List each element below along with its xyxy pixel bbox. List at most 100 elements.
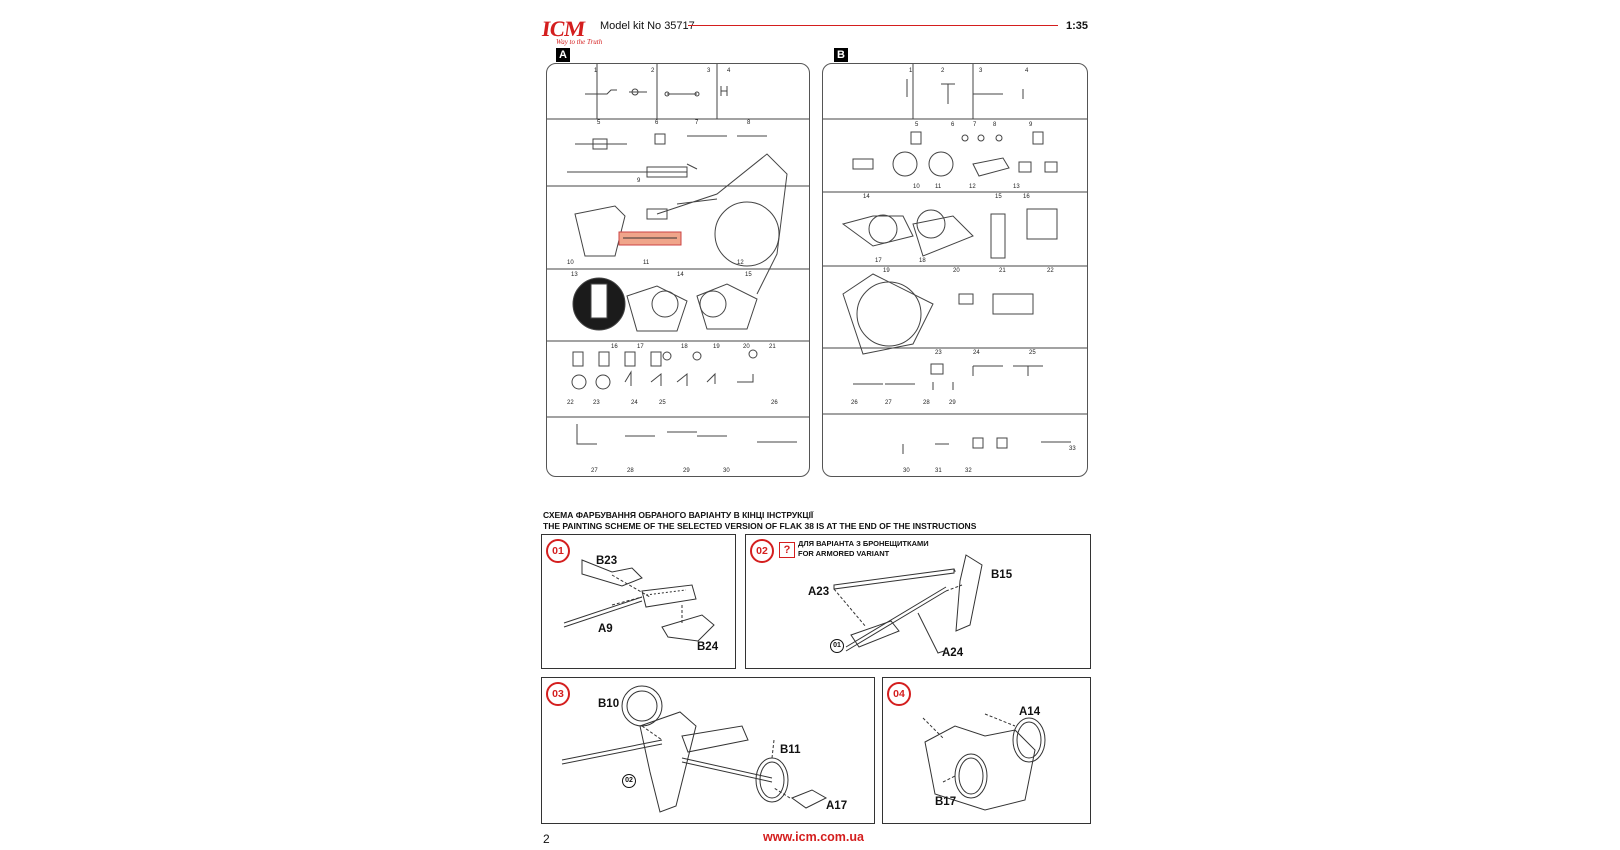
sprue-a-part-number: 8 bbox=[747, 120, 751, 126]
sprue-b-part-number: 16 bbox=[1023, 194, 1030, 200]
sprue-a-part-number: 28 bbox=[627, 468, 634, 474]
sprue-b-part-number: 8 bbox=[993, 122, 997, 128]
sprue-b-part-number: 31 bbox=[935, 468, 942, 474]
reference-step: 02 bbox=[622, 774, 636, 788]
variant-note-uk: ДЛЯ ВАРІАНТА З БРОНЕЩИТКАМИ bbox=[798, 539, 929, 548]
sprue-a-part-number: 27 bbox=[591, 468, 598, 474]
website-link[interactable]: www.icm.com.ua bbox=[763, 830, 864, 844]
part-label: B10 bbox=[598, 698, 620, 710]
sprue-a-part-number: 24 bbox=[631, 400, 638, 406]
part-label: B17 bbox=[935, 796, 957, 808]
part-label: A23 bbox=[808, 586, 830, 598]
sprue-b-part-number: 25 bbox=[1029, 350, 1036, 356]
header-rule bbox=[688, 25, 1058, 26]
sprue-a-label: A bbox=[556, 48, 570, 62]
sprue-a-part-number: 15 bbox=[745, 272, 752, 278]
sprue-b-part-number: 11 bbox=[935, 184, 942, 190]
step-number: 02 bbox=[750, 539, 774, 563]
variant-note-en: FOR ARMORED VARIANT bbox=[798, 549, 890, 558]
sprue-b-part-number: 13 bbox=[1013, 184, 1020, 190]
sprue-b-part-number: 7 bbox=[973, 122, 977, 128]
sprue-b-part-number: 32 bbox=[965, 468, 972, 474]
step-01-drawing bbox=[563, 559, 715, 642]
sprue-a-part-number: 12 bbox=[737, 260, 744, 266]
sprue-b-part-number: 15 bbox=[995, 194, 1002, 200]
step-number: 03 bbox=[546, 682, 570, 706]
step-03-box: 03 02 B10 B11 A17 bbox=[541, 677, 875, 824]
sprue-b-part-number: 21 bbox=[999, 268, 1006, 274]
painting-note-uk: СХЕМА ФАРБУВАННЯ ОБРАНОГО ВАРІАНТУ В КІН… bbox=[543, 510, 814, 520]
step-04-drawing bbox=[922, 713, 1046, 811]
sprue-b-part-number: 14 bbox=[863, 194, 870, 200]
sprue-b-part-number: 4 bbox=[1025, 68, 1029, 74]
sprue-b-part-number: 2 bbox=[941, 68, 945, 74]
sprue-a-part-number: 14 bbox=[677, 272, 684, 278]
sprue-a-part-number: 29 bbox=[683, 468, 690, 474]
sprue-b-part-number: 3 bbox=[979, 68, 983, 74]
sprue-a-part-number: 21 bbox=[769, 344, 776, 350]
part-label: B23 bbox=[596, 555, 618, 567]
sprue-a-part-number: 20 bbox=[743, 344, 750, 350]
scale-label: 1:35 bbox=[1066, 20, 1089, 32]
sprue-a-part-number: 11 bbox=[643, 260, 650, 266]
step-number: 01 bbox=[546, 539, 570, 563]
sprue-b-part-number: 18 bbox=[919, 258, 926, 264]
sprue-b-part-number: 30 bbox=[903, 468, 910, 474]
sprue-b-part-number: 17 bbox=[875, 258, 882, 264]
sprue-b-part-number: 33 bbox=[1069, 446, 1076, 452]
sprue-b-part-number: 22 bbox=[1047, 268, 1054, 274]
painting-note-en: THE PAINTING SCHEME OF THE SELECTED VERS… bbox=[543, 521, 977, 531]
sprue-b-drawing: 1 2 3 4 5 6 7 8 9 10 11 12 13 14 15 16 1… bbox=[823, 64, 1087, 474]
sprue-a-part-number: 6 bbox=[655, 120, 659, 126]
sprue-b-frame: 1 2 3 4 5 6 7 8 9 10 11 12 13 14 15 16 1… bbox=[822, 63, 1088, 477]
sprue-b-part-number: 1 bbox=[909, 68, 913, 74]
sprue-a-part-number: 10 bbox=[567, 260, 574, 266]
sprue-a-drawing: 1 2 3 4 5 6 7 8 9 10 11 12 13 14 15 16 1… bbox=[547, 64, 809, 474]
sprue-a-part-number: 7 bbox=[695, 120, 699, 126]
kit-number: Model kit No 35717 bbox=[600, 20, 695, 32]
part-label: A9 bbox=[598, 623, 613, 635]
step-02-box: 02 ? ДЛЯ ВАРІАНТА З БРОНЕЩИТКАМИ FOR ARM… bbox=[745, 534, 1091, 669]
sprue-a-part-number: 25 bbox=[659, 400, 666, 406]
sprue-b-part-number: 10 bbox=[913, 184, 920, 190]
sprue-a-part-number: 23 bbox=[593, 400, 600, 406]
sprue-b-part-number: 19 bbox=[883, 268, 890, 274]
sprue-b-part-number: 27 bbox=[885, 400, 892, 406]
sprue-a-part-number: 19 bbox=[713, 344, 720, 350]
sprue-a-part-number: 1 bbox=[594, 68, 598, 74]
sprue-a-part-number: 16 bbox=[611, 344, 618, 350]
sprue-a-part-number: 22 bbox=[567, 400, 574, 406]
sprue-b-part-number: 20 bbox=[953, 268, 960, 274]
icm-logo: ICM Way to the Truth bbox=[540, 16, 603, 46]
sprue-b-part-number: 6 bbox=[951, 122, 955, 128]
page-number: 2 bbox=[543, 832, 550, 846]
sprue-b-part-number: 23 bbox=[935, 350, 942, 356]
step-number: 04 bbox=[887, 682, 911, 706]
sprue-b-label: B bbox=[834, 48, 848, 62]
sprue-a-part-number: 4 bbox=[727, 68, 731, 74]
step-03-drawing bbox=[561, 685, 828, 813]
sprue-b-part-number: 9 bbox=[1029, 122, 1033, 128]
part-label: B15 bbox=[991, 569, 1013, 581]
step-01-box: 01 B23 A9 B24 bbox=[541, 534, 736, 669]
sprue-b-part-number: 24 bbox=[973, 350, 980, 356]
sprue-b-part-number: 29 bbox=[949, 400, 956, 406]
part-label: A14 bbox=[1019, 706, 1041, 718]
sprue-a-part-number: 13 bbox=[571, 272, 578, 278]
sprue-b-part-number: 28 bbox=[923, 400, 930, 406]
sprue-b-part-number: 12 bbox=[969, 184, 976, 190]
sprue-b-part-number: 5 bbox=[915, 122, 919, 128]
sprue-a-part-number: 9 bbox=[637, 178, 641, 184]
sprue-a-part-number: 5 bbox=[597, 120, 601, 126]
sprue-a-part-number: 3 bbox=[707, 68, 711, 74]
part-label: B24 bbox=[697, 641, 719, 653]
sprue-a-part-number: 17 bbox=[637, 344, 644, 350]
sprue-a-part-number: 18 bbox=[681, 344, 688, 350]
step-04-box: 04 A14 B17 bbox=[882, 677, 1091, 824]
sprue-a-frame: 1 2 3 4 5 6 7 8 9 10 11 12 13 14 15 16 1… bbox=[546, 63, 810, 477]
part-label: B11 bbox=[780, 744, 801, 756]
sprue-a-part-number: 26 bbox=[771, 400, 778, 406]
part-label: A17 bbox=[826, 800, 848, 812]
sprue-a-part-number: 30 bbox=[723, 468, 730, 474]
part-label: A24 bbox=[942, 647, 964, 659]
